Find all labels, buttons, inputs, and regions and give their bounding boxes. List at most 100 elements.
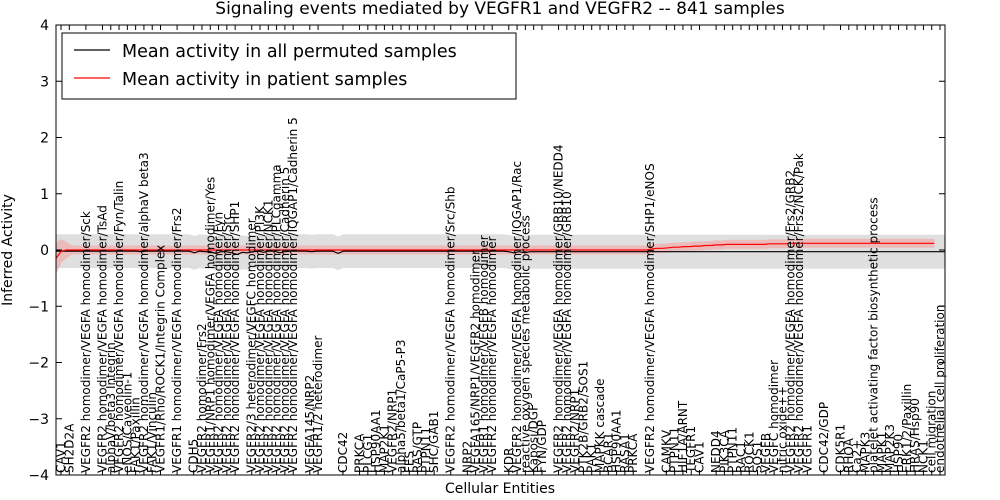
x-tick-label: VEGFC homodimer [767, 360, 781, 473]
x-tick-label: NEDD4 [709, 430, 723, 473]
x-tick-label: VEGFA165/NRP1/VEGFR2 homodimer [469, 250, 483, 473]
x-tick-label: cell migration [925, 391, 939, 473]
x-tick-label: VEGFR2 homodimer/VEGFA homodimer/Sck [79, 211, 93, 473]
x-tick-label: NCK1 [916, 440, 930, 473]
x-tick-label: VEGFR2 homodimer/VEGFA homodimer/GRB10/N… [552, 144, 566, 473]
x-tick-label: VEGFR2 homodimer/VEGFA homodimer/Fyn/Tal… [112, 181, 126, 473]
x-tick-label: VEGFR1/NRP1 homodimer/VEGFA homodimer/Ye… [203, 177, 217, 473]
chart-title: Signaling events mediated by VEGFR1 and … [215, 0, 785, 19]
y-tick-label: −2 [28, 356, 49, 372]
x-tick-label: eNOS/Caveolin-1 [120, 372, 134, 473]
x-tick-label: CDK5R1 [834, 424, 848, 473]
x-tick-label: MAPKK cascade [593, 378, 607, 473]
x-tick-label: HIF1A/ARNT [676, 400, 690, 473]
x-tick-label: PTK2B/GRB2/SOS1 [576, 361, 590, 473]
x-tick-label: RAC1 [734, 441, 748, 473]
x-tick-label: MAP2K1 [377, 424, 391, 473]
x-tick-label: VEGFR2 homodimer/Frs2 [195, 323, 209, 473]
x-tick-label: VEGFR2 homodimer/VEGFA homodimer/SHP1 [228, 201, 242, 473]
line-series-0 [56, 250, 945, 256]
x-tick-label: VEGFR2 homodimer/VEGFA homodimer/Cadheri… [278, 167, 292, 473]
x-tick-label: PTPN11 [419, 427, 433, 473]
x-tick-label: VEGFR2 homodimer/VEGFA homodimer/Frs2/NC… [792, 153, 806, 473]
x-tick-label: TEGFR1 [684, 426, 698, 474]
band-series-1 [56, 238, 935, 275]
x-tick-label: VEGFR2 homodimer/VEGFA homodimer/PLCgamm… [270, 164, 284, 473]
x-tick-label: PRKCA [353, 433, 367, 473]
x-tick-label: VEGFR1/2 heterodimer [311, 335, 325, 473]
x-tick-label: VEGFR2 homodimer/VEGFA homodimer/IQGAP1/… [510, 161, 524, 473]
x-tick-label: VEGFR2 homodimer/VEGFA homodimer/TsAd [96, 205, 110, 473]
x-tick-label: reactive oxygen species metabolic proces… [518, 215, 532, 473]
x-tick-label: alphaV/beta3 Integrin [104, 342, 118, 473]
x-tick-label: VEGFR2 homodimer/VEGFA homodimer/SHP1/eN… [643, 163, 657, 473]
x-tick-label: CDC42 [336, 432, 350, 473]
x-tick-label: SHC/GAB1 [427, 411, 441, 473]
x-tick-label: PTPN11 [668, 427, 682, 473]
x-tick-label: VEGFR2 homodimer/VEGFA homodimer/GRB10 [560, 191, 574, 473]
x-tick-label: VEGFR2/NRP1 [568, 389, 582, 473]
x-tick-label: VEGFR2 homodimer/VEGFA homodimer/Frs2/GR… [784, 170, 798, 473]
x-tick-label: Ca2+ [850, 440, 864, 473]
x-tick-label: VEGFR2 homodimer/VEGFA homodimer/Fyn [212, 212, 226, 473]
x-tick-label: VEGFR1 homodimer/VEGFB homodimer [477, 235, 491, 473]
x-tick-label: MAPK1 [875, 432, 889, 473]
x-tick-label: PRKCA [626, 433, 640, 473]
x-tick-label: VEGFR2 homodimer/VEGFA homodimer/Src [220, 213, 234, 473]
confidence-bands [56, 234, 945, 275]
y-tick-label: −1 [28, 299, 49, 315]
x-tick-label: VEGFR2/3 heterodimer/VEGFC homodimer [245, 218, 259, 473]
x-tick-label: HSP90AA1 [369, 409, 383, 473]
legend-label-patient: Mean activity in patient samples [122, 70, 407, 90]
x-tick-label: VEGFR2/NRP1 [386, 389, 400, 473]
y-axis-label: Inferred Activity [0, 194, 16, 306]
x-tick-label: RASA1 [618, 433, 632, 473]
x-tick-label: nitric oxide++ [775, 386, 789, 473]
line-series-1 [55, 242, 935, 259]
x-tick-label: FAK1/Vinculin [145, 392, 159, 473]
x-tick-label: NRP2 [460, 441, 474, 473]
x-tick-label: HRAS/Hsp90 [908, 398, 922, 473]
x-tick-label: CAV1 [54, 441, 68, 473]
x-tick-label: VEGFR1 [800, 425, 814, 473]
x-tick-label: ERK1/2/Paxillin [900, 384, 914, 473]
legend: Mean activity in all permuted samples Me… [61, 32, 517, 100]
x-tick-label: FAK1/Paxillin [129, 397, 143, 473]
x-tick-label: MAP2K3 [883, 424, 897, 473]
x-tick-label: SH2D2A [62, 423, 76, 473]
x-tick-label: platelet activating factor biosynthetic … [867, 197, 881, 473]
x-axis-label: Cellular Entities [445, 481, 555, 497]
x-tick-label: SOS1 [751, 441, 765, 473]
legend-box [61, 32, 517, 100]
x-tick-label: endothelial cell proliferation [933, 305, 947, 473]
x-tick-label: Kaposi/DGF [527, 404, 541, 473]
y-tick-label: 1 [40, 187, 49, 203]
x-tick-label: VEGFR2 homodimer/VEGFA homodimer/NCK1 [261, 199, 275, 473]
x-tick-label: VEGFR1/Rho/ROCK1/Integrin Complex [154, 245, 168, 473]
y-tick-label: 2 [40, 131, 49, 147]
x-tick-label: PTPN11 [726, 427, 740, 473]
x-tick-label: VEGFA145/NRP2 [303, 375, 317, 473]
x-tick-label: CDH5 [187, 439, 201, 473]
y-tick-label: 0 [40, 243, 49, 259]
legend-label-permuted: Mean activity in all permuted samples [122, 42, 457, 62]
x-tick-label: PIK3CA [717, 429, 731, 473]
x-tick-label: CAV1 [693, 441, 707, 473]
x-tick-label: KDR [502, 448, 516, 473]
x-tick-label: FES [402, 451, 416, 473]
x-tick-label: BCAR1 [601, 432, 615, 473]
x-tick-label: HSP90AA1 [610, 409, 624, 473]
x-tick-label: HSP90 [892, 434, 906, 473]
y-tick-label: −4 [28, 468, 49, 484]
series-lines [55, 242, 945, 259]
x-tick-label: PLCG1 [361, 434, 375, 473]
x-tick-label: FYN/GDP [535, 420, 549, 473]
y-tick-label: −3 [28, 412, 49, 428]
x-tick-label: VEGFB [759, 433, 773, 473]
x-tick-label: MAPK3 [858, 432, 872, 473]
x-tick-label: VEGFR2 homodimer/VEGFA homodimer [485, 236, 499, 473]
x-tick-label: PAK1 [585, 443, 599, 473]
